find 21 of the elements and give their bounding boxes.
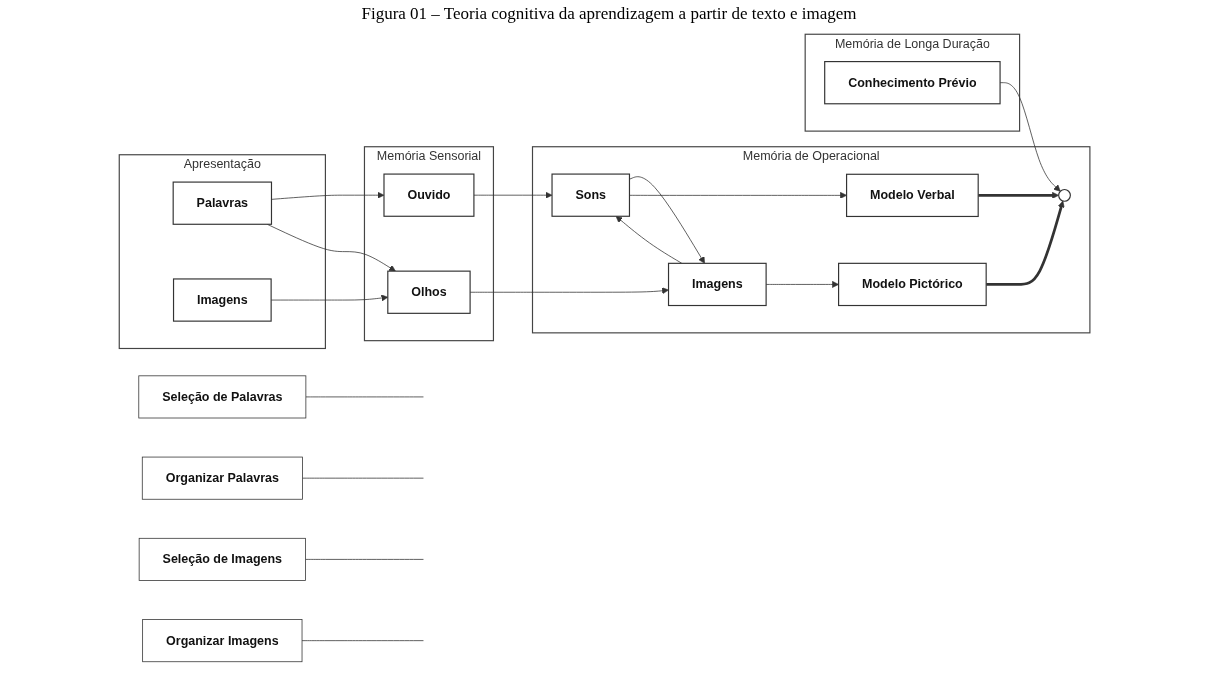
node-box: Olhos bbox=[387, 270, 472, 314]
node-box: Sons bbox=[551, 173, 631, 217]
node-box: Seleção de Palavras bbox=[138, 375, 307, 419]
node-box: Conhecimento Prévio bbox=[824, 61, 1002, 105]
node-box: Imagens bbox=[173, 278, 273, 322]
node-box: Organizar Imagens bbox=[142, 619, 303, 663]
connector bbox=[305, 559, 425, 560]
figure-title: Figura 01 – Teoria cognitiva da aprendizagem a partir de texto e imagem bbox=[360, 4, 858, 24]
node-box: Organizar Palavras bbox=[142, 456, 304, 500]
node-box: Palavras bbox=[173, 181, 273, 225]
node-box: Seleção de Imagens bbox=[139, 537, 307, 581]
node-circle bbox=[1058, 188, 1072, 202]
node-box: Imagens bbox=[668, 262, 768, 307]
connector bbox=[302, 640, 425, 642]
node-box: Ouvido bbox=[383, 173, 475, 217]
connector bbox=[305, 396, 425, 398]
node-box: Modelo Verbal bbox=[846, 173, 980, 218]
arrow bbox=[978, 191, 1060, 199]
node-box: Modelo Pictórico bbox=[838, 262, 988, 307]
connector bbox=[302, 477, 425, 479]
arrow bbox=[986, 200, 1065, 286]
